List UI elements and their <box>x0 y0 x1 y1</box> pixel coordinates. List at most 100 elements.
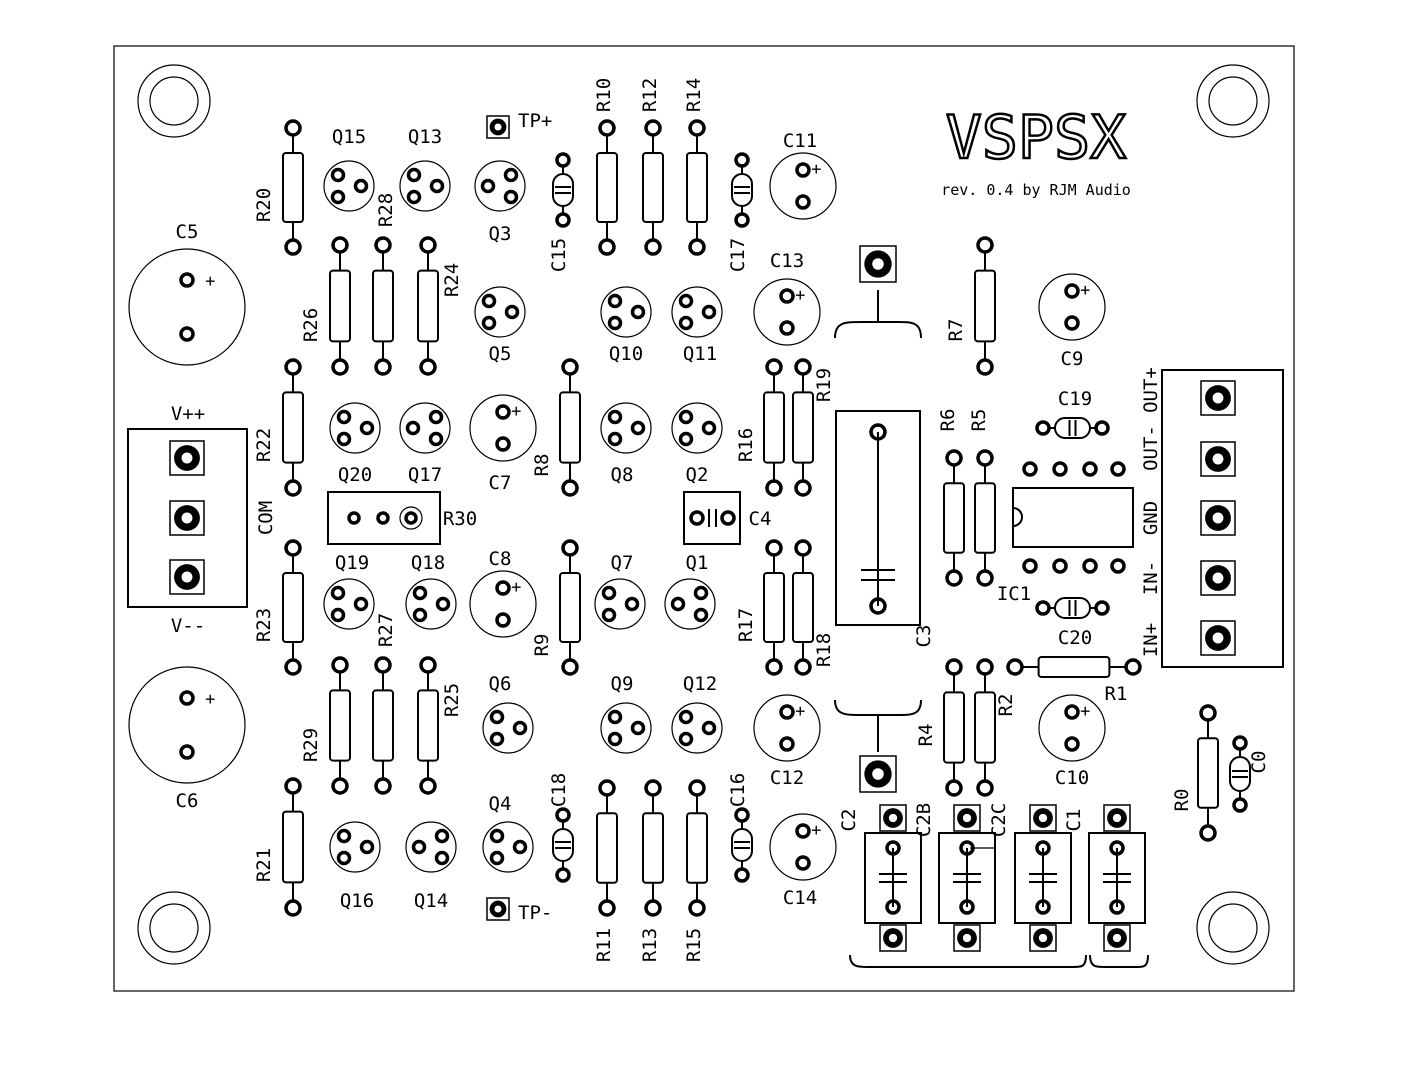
connector-label-vpos: V++ <box>171 403 205 425</box>
resistor-r5 <box>974 458 996 578</box>
pad <box>1232 797 1248 813</box>
pad <box>330 189 346 205</box>
polarity-mark: + <box>795 701 805 721</box>
transistor-body <box>594 578 646 630</box>
pad <box>734 152 750 168</box>
pad <box>598 238 616 256</box>
pad <box>1110 558 1126 574</box>
resistor-body <box>686 151 708 224</box>
polarity-mark: + <box>811 820 821 840</box>
pad <box>688 779 706 797</box>
resistor-body <box>792 391 814 464</box>
pad <box>1022 558 1038 574</box>
pad <box>945 779 963 797</box>
pad <box>945 569 963 587</box>
transistor-q7 <box>594 578 646 630</box>
transistor-body <box>474 286 526 338</box>
pad <box>495 436 511 452</box>
capacitor-body <box>753 694 821 762</box>
transistor-q15 <box>323 160 375 212</box>
pad <box>678 409 694 425</box>
resistor-r19 <box>792 367 814 488</box>
pad <box>503 167 519 183</box>
transistor-q11 <box>671 286 723 338</box>
capacitor-body <box>469 394 537 462</box>
label-r24: R24 <box>441 263 463 297</box>
pad-hole <box>1112 933 1122 943</box>
resistor-body <box>642 812 664 884</box>
resistor-body <box>282 571 304 644</box>
c4-body <box>683 491 741 545</box>
pad <box>495 580 511 596</box>
pad <box>489 731 505 747</box>
pad <box>555 152 571 168</box>
pad <box>434 850 450 866</box>
pad <box>644 119 662 137</box>
pad <box>976 358 994 376</box>
mounting-hole <box>137 891 211 965</box>
capacitor-c10: + <box>1038 694 1106 762</box>
capacitor-c20 <box>1043 597 1102 619</box>
transistor-body <box>671 702 723 754</box>
pad-hole <box>962 933 972 943</box>
label-c1: C1 <box>1063 809 1085 832</box>
label-q8: Q8 <box>611 464 634 486</box>
pad <box>794 479 812 497</box>
capacitor-body <box>128 248 246 366</box>
transistor-body <box>329 821 381 873</box>
pad <box>1022 461 1038 477</box>
capacitor-c12: + <box>753 694 821 762</box>
transistor-q9 <box>600 702 652 754</box>
pad <box>1064 315 1080 331</box>
pad <box>284 119 302 137</box>
transistor-q13 <box>399 160 451 212</box>
resistor-body <box>1037 656 1111 678</box>
pad <box>512 720 528 736</box>
pad <box>795 855 811 871</box>
connector-label-vneg: V-- <box>171 615 205 637</box>
pad <box>561 658 579 676</box>
pad-hole <box>888 813 898 823</box>
power-connector-outline <box>127 428 248 608</box>
resistor-body <box>417 269 439 343</box>
resistor-r22 <box>282 367 304 488</box>
pad <box>406 189 422 205</box>
ic-label: IC1 <box>997 583 1031 605</box>
label-c2b: C2B <box>913 803 935 837</box>
pad <box>688 899 706 917</box>
pad <box>689 510 705 526</box>
transistor-body <box>600 402 652 454</box>
test-point-label-neg: TP- <box>518 902 552 924</box>
transistor-body <box>329 402 381 454</box>
pad <box>1199 824 1217 842</box>
board-outline <box>113 45 1295 992</box>
label-q13: Q13 <box>408 126 442 148</box>
pad <box>561 479 579 497</box>
mounting-hole <box>149 903 199 953</box>
pad <box>1035 420 1051 436</box>
resistor-body <box>559 571 581 644</box>
pad <box>976 779 994 797</box>
pad <box>976 236 994 254</box>
label-q16: Q16 <box>340 890 374 912</box>
resistor-body <box>596 812 618 884</box>
label-r9: R9 <box>531 634 553 657</box>
pad-hole <box>494 123 502 131</box>
pad <box>945 658 963 676</box>
capacitor-c19 <box>1043 417 1102 439</box>
pad <box>179 272 195 288</box>
pad-hole <box>872 258 884 270</box>
label-r6: R6 <box>937 409 959 432</box>
label-r20: R20 <box>253 188 275 222</box>
pad <box>1052 461 1068 477</box>
label-r23: R23 <box>253 608 275 642</box>
pad <box>331 358 349 376</box>
pad-hole <box>1112 813 1122 823</box>
pad <box>678 731 694 747</box>
transistor-q18 <box>405 578 457 630</box>
pad <box>419 777 437 795</box>
pad <box>284 358 302 376</box>
label-c13: C13 <box>770 250 804 272</box>
pad <box>1094 600 1110 616</box>
pad <box>1052 558 1068 574</box>
